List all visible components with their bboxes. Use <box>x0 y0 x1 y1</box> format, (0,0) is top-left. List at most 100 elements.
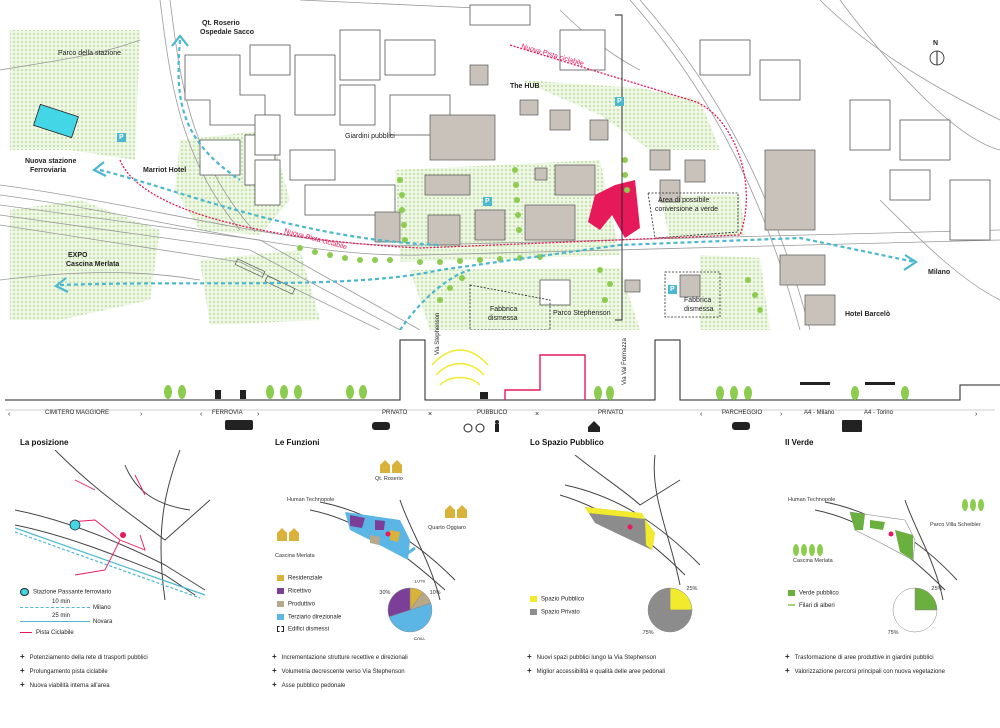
swatch <box>277 575 284 581</box>
pie-slice <box>388 602 433 633</box>
label-via-stephenson: Via Stephenson <box>435 312 441 355</box>
bullet-item: +Volumetria decrescente verso Via Stephe… <box>272 666 405 675</box>
pie-label: 75% <box>643 630 654 636</box>
svg-text:‹: ‹ <box>200 411 203 418</box>
label-hotel-barcelo: Hotel Barcelò <box>845 311 891 318</box>
svg-text:×: × <box>535 411 539 418</box>
pie-slice <box>669 587 693 611</box>
section-signal <box>431 349 489 386</box>
legend-item: Filari di alberi <box>788 603 835 609</box>
svg-text:×: × <box>428 411 432 418</box>
pie-chart-spazio: 25%75% <box>643 586 698 636</box>
legend-item: 10 min <box>52 599 71 605</box>
pie-chart-verde: 25% 75% <box>888 586 943 636</box>
section-icons <box>225 420 862 433</box>
arrowheads <box>53 34 919 293</box>
pie-label: 75% <box>888 630 899 636</box>
label-expo: EXPO <box>68 252 88 259</box>
technopole-building <box>588 180 640 238</box>
label-the-hub: The HUB <box>510 83 540 90</box>
pie-chart-funzioni: 10%10%50%30% <box>379 580 440 640</box>
bullet-item: +Prolungamento pista ciclabile <box>20 666 108 675</box>
svg-text:›: › <box>140 411 143 418</box>
place-human-technopole: Human Technopole <box>788 497 836 503</box>
label-qt-roserio: Qt. Roserio <box>202 20 240 27</box>
label-conversione: conversione a verde <box>655 206 719 213</box>
section-label-parcheggio: PARCHEGGIO <box>722 410 763 416</box>
section-label-privato-1: PRIVATO <box>382 410 408 416</box>
label-parco-stephenson: Parco Stephenson <box>553 310 611 317</box>
label-via-val-formazza: Via Val Formazza <box>622 338 628 385</box>
legend-item: Novara <box>20 619 112 625</box>
pie-label: 30% <box>379 590 390 596</box>
legend-item: Terziario direzionale <box>277 614 341 621</box>
bullet-item: +Incrementazione strutture recettive e d… <box>272 652 408 661</box>
svg-text:›: › <box>975 411 978 418</box>
buildings-outline <box>184 4 991 306</box>
section-label-pubblico: PUBBLICO <box>477 410 508 416</box>
label-giardini: Giardini pubblici <box>345 133 395 140</box>
panel-title-verde: Il Verde <box>785 438 814 447</box>
posizione-diagram <box>15 450 211 600</box>
bullet-item: +Nuovi spazi pubblici lungo la Via Steph… <box>527 652 657 661</box>
section-label-a4-torino: A4 - Torino <box>864 410 893 416</box>
parking-icons <box>117 97 677 294</box>
legend-item: Pista Ciclabile <box>20 630 74 636</box>
section-red <box>504 354 586 400</box>
place-quarto-oggiaro: Quarto Oggiaro <box>428 525 466 531</box>
label-dismessa-2: dismessa <box>684 306 714 313</box>
urban-section: ‹ › ‹ › × × ‹ › › <box>5 339 1000 433</box>
label-area-possibile: Area di possibile <box>658 197 710 204</box>
label-fabbrica-1: Fabbrica <box>490 306 518 313</box>
label-cascina-merlata: Cascina Merlata <box>66 261 120 268</box>
svg-text:‹: ‹ <box>700 411 703 418</box>
label-marriot: Marriot Hotel <box>143 167 187 174</box>
cycle-lanes <box>119 44 748 249</box>
pie-slice <box>892 587 938 633</box>
pie-slice <box>914 587 938 611</box>
site-map <box>0 0 1000 330</box>
pie-slice <box>647 587 693 633</box>
parking-letter: P <box>485 198 490 205</box>
legend-item: Residenziale <box>277 575 322 582</box>
parking-letter: P <box>670 286 675 293</box>
tree-rows <box>297 157 763 313</box>
place-cascina-merlata: Cascina Merlata <box>275 553 315 559</box>
parking-letter: P <box>617 98 622 105</box>
section-line <box>615 14 623 321</box>
section-label-cimitero: CIMITERO MAGGIORE <box>45 410 110 416</box>
bullet-item: +Miglior accessibilità e qualità delle a… <box>527 666 666 675</box>
section-label-a4-milano: A4 - Milano <box>804 410 835 416</box>
svg-text:›: › <box>780 411 783 418</box>
place-parco-villa-scheibler: Parco Villa Scheibler <box>930 522 981 528</box>
legend-item: Produttivo <box>277 601 315 608</box>
legend-item: 25 min <box>52 613 71 619</box>
funzioni-diagram <box>309 499 456 600</box>
legend-item: Spazio Pubblico <box>530 596 584 603</box>
pie-label: 25% <box>931 586 942 592</box>
panel-title-posizione: La posizione <box>20 438 69 447</box>
north-arrow-icon <box>929 50 945 66</box>
bullet-item: +Trasformazione di aree produttive in gi… <box>785 652 934 661</box>
legend-item: Spazio Privato <box>530 609 580 616</box>
legend-item: Stazione Passante ferroviario <box>20 588 111 596</box>
section-vehicles <box>215 382 895 399</box>
label-dismessa-1: dismessa <box>488 315 518 322</box>
svg-text:›: › <box>257 411 260 418</box>
bullet-item: +Valorizzazione percorsi principali con … <box>785 666 945 675</box>
buildings-grey <box>374 64 836 326</box>
panel-title-spazio: Lo Spazio Pubblico <box>530 438 604 447</box>
section-label-ferrovia: FERROVIA <box>212 410 243 416</box>
parking-letter: P <box>119 134 124 141</box>
place-human-technopole: Human Technopole <box>287 497 335 503</box>
label-fabbrica-2: Fabbrica <box>684 297 712 304</box>
section-trees <box>164 385 909 400</box>
legend-item: Milano <box>20 605 111 611</box>
pie-label: 50% <box>414 637 425 640</box>
section-markers: ‹ › ‹ › × × ‹ › › <box>8 411 978 418</box>
svg-text:‹: ‹ <box>8 411 11 418</box>
pie-slice <box>387 587 411 618</box>
label-parco-stazione: Parco della stazione <box>58 50 122 57</box>
spazio-diagram <box>559 455 701 585</box>
label-milano: Milano <box>928 269 951 276</box>
